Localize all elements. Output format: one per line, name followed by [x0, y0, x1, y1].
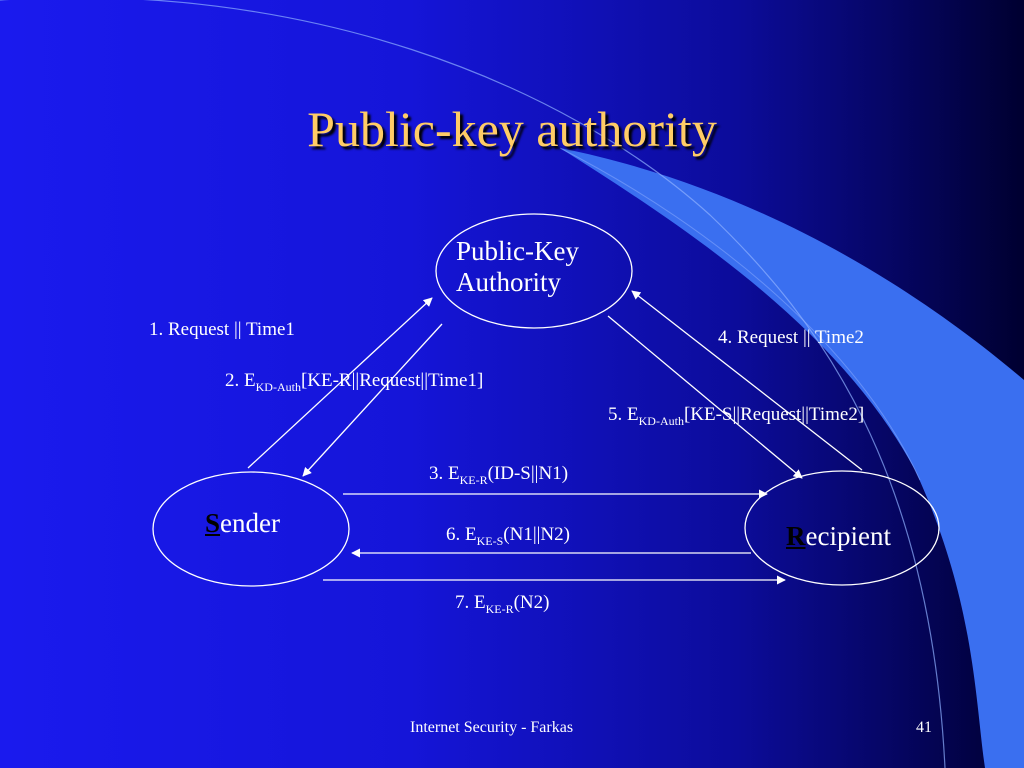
authority-label-line1: Public-Key [456, 236, 579, 266]
message-5-subscript: KD-Auth [638, 414, 684, 428]
background-curve-line [0, 0, 946, 768]
message-2-prefix: 2. E [225, 370, 256, 391]
footer-course: Internet Security - Farkas [410, 719, 574, 736]
message-6-subscript: KE-S [476, 534, 504, 548]
message-5-body: [KE-S||Request||Time2] [683, 404, 865, 425]
slide-title: Public-key authority [307, 101, 717, 157]
recipient-ellipse [744, 470, 940, 586]
message-6-body: (N1||N2) [503, 524, 570, 545]
message-7-body: (N2) [513, 592, 550, 613]
message-6-prefix: 6. E [446, 524, 477, 545]
authority-ellipse [435, 213, 633, 329]
sender-initial: S [205, 508, 221, 538]
message-4-label: 4. Request || Time2 [718, 327, 864, 348]
message-2-body: [KE-R||Request||Time1] [300, 370, 484, 391]
message-1-label: 1. Request || Time1 [149, 319, 295, 340]
footer-page-number: 41 [916, 719, 932, 736]
message-2-label: 2. EKD-Auth[KE-R||Request||Time1] [225, 371, 483, 393]
sender-ellipse [152, 471, 350, 587]
message-7-prefix: 7. E [455, 592, 486, 613]
arrow-request-time2 [631, 290, 863, 471]
background-curve-line-lower [559, 147, 921, 481]
sender-rest: ender [220, 508, 280, 538]
arrow-authority-to-recipient [607, 315, 803, 479]
message-7-label: 7. EKE-R(N2) [455, 593, 550, 615]
recipient-label: Recipient [786, 521, 891, 552]
arrow-request-time1 [247, 297, 433, 469]
recipient-rest: ecipient [805, 521, 891, 551]
authority-label: Public-Key Authority [456, 236, 579, 298]
message-2-subscript: KD-Auth [255, 380, 301, 394]
message-7-subscript: KE-R [485, 602, 514, 616]
background-swoosh [560, 148, 1024, 768]
authority-label-line2: Authority [456, 267, 561, 298]
message-3-label: 3. EKE-R(ID-S||N1) [429, 464, 568, 486]
recipient-initial: R [786, 521, 806, 551]
sender-label: Sender [205, 508, 280, 539]
message-5-prefix: 5. E [608, 404, 639, 425]
message-3-body: (ID-S||N1) [487, 463, 569, 484]
message-5-label: 5. EKD-Auth[KE-S||Request||Time2] [608, 405, 864, 427]
message-3-prefix: 3. E [429, 463, 460, 484]
arrow-authority-to-sender [302, 323, 443, 477]
message-3-subscript: KE-R [459, 473, 488, 487]
message-6-label: 6. EKE-S(N1||N2) [446, 525, 570, 547]
